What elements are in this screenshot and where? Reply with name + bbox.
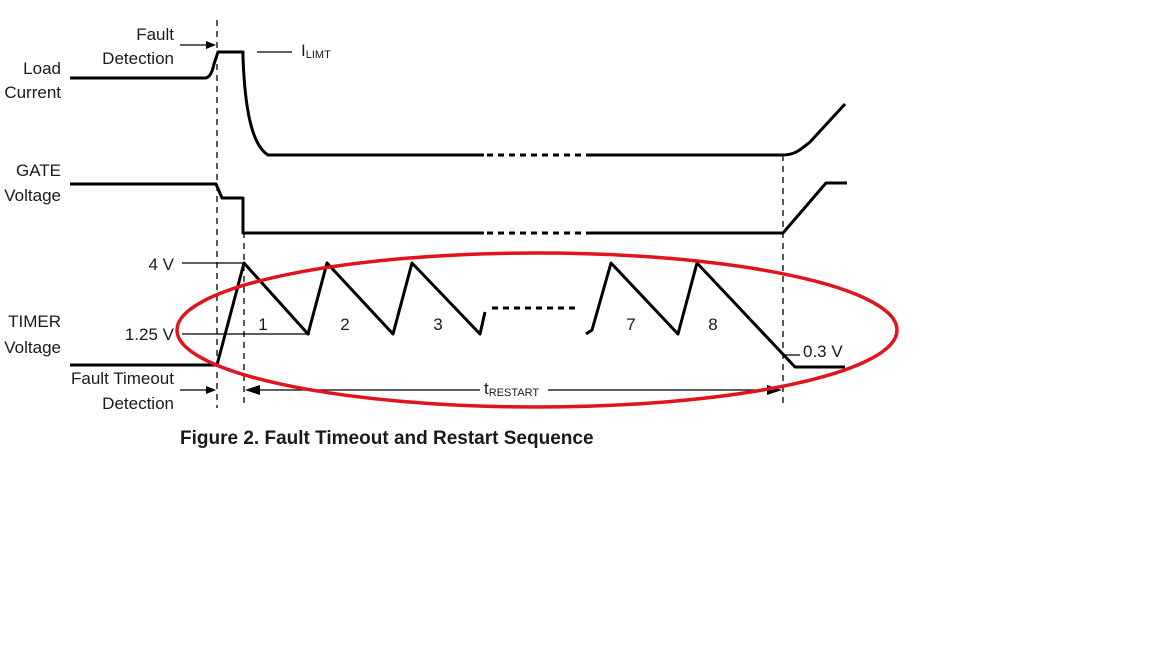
timer-voltage-label-2: Voltage — [4, 338, 61, 357]
fault-detection-label-2: Detection — [102, 49, 174, 68]
trestart-label-bg — [480, 380, 548, 400]
ilimit-label: ILIMT — [301, 41, 331, 61]
highlight-ellipse — [175, 251, 899, 409]
load-current-waveform-end — [586, 102, 847, 157]
timer-level-middle: 1.25 V — [125, 325, 175, 344]
gate-voltage-waveform — [70, 182, 484, 235]
timer-voltage-waveform-end — [585, 261, 845, 369]
gate-voltage-waveform-end — [586, 181, 847, 235]
trestart-label: tRESTART — [484, 379, 539, 399]
cycle-label: 8 — [708, 315, 717, 334]
fault-timeout-label-1: Fault Timeout — [71, 369, 174, 388]
cycle-label: 1 — [258, 315, 267, 334]
load-current-waveform — [70, 50, 484, 157]
load-current-label-2: Current — [4, 83, 61, 102]
fault-detection-label-1: Fault — [136, 25, 174, 44]
cycle-label: 3 — [433, 315, 442, 334]
cycle-label: 2 — [340, 315, 349, 334]
fault-timeout-arrowhead — [206, 386, 216, 394]
cycle-label: 7 — [626, 315, 635, 334]
trestart-arrowhead-left — [245, 385, 260, 395]
gate-voltage-label-2: Voltage — [4, 186, 61, 205]
load-current-label-1: Load — [23, 59, 61, 78]
fault-timeout-label-2: Detection — [102, 394, 174, 413]
timer-level-upper: 4 V — [148, 255, 174, 274]
figure-caption: Figure 2. Fault Timeout and Restart Sequ… — [180, 428, 594, 449]
fault-detection-arrowhead — [206, 41, 216, 49]
timer-voltage-waveform — [70, 261, 487, 367]
gate-voltage-label-1: GATE — [16, 161, 61, 180]
timer-level-lower: 0.3 V — [803, 342, 843, 361]
timer-voltage-label-1: TIMER — [8, 312, 61, 331]
